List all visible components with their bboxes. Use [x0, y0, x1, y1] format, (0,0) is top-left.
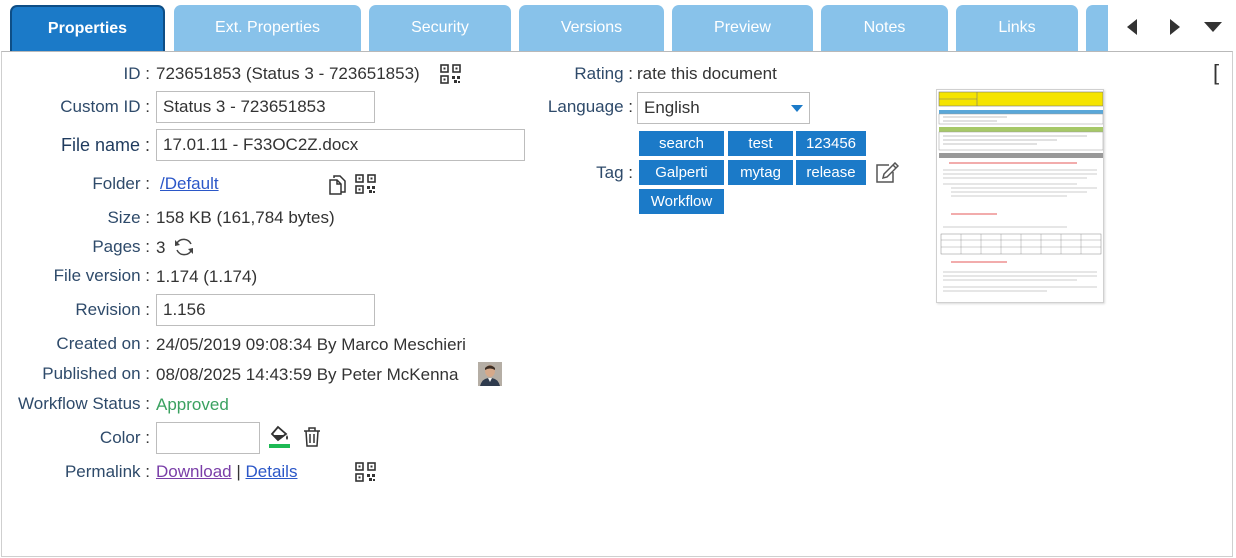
folder-value: /Default — [160, 174, 219, 194]
revision-input[interactable]: 1.156 — [156, 294, 375, 326]
arrow-left-icon[interactable] — [1112, 10, 1152, 44]
size-value: 158 KB (161,784 bytes) — [156, 208, 335, 227]
details-link[interactable]: Details — [245, 462, 298, 481]
rating-label: Rating : — [574, 64, 633, 83]
folder-link[interactable]: /Default — [160, 174, 219, 193]
tag-123456[interactable]: 123456 — [796, 131, 866, 156]
language-selected-value: English — [644, 98, 700, 117]
pages-label: Pages : — [92, 237, 150, 256]
workflow-status-label: Workflow Status : — [18, 394, 150, 413]
tag-search[interactable]: search — [639, 131, 724, 156]
permalink-label: Permalink : — [64, 462, 150, 481]
qr-code-icon[interactable] — [355, 462, 377, 487]
id-label: ID : — [123, 64, 150, 83]
tab-properties[interactable]: Properties — [10, 5, 165, 51]
download-link[interactable]: Download — [156, 462, 232, 481]
permalink-value: Download | Details — [156, 462, 297, 482]
qr-code-icon[interactable] — [440, 64, 462, 89]
chevron-down-icon[interactable] — [1193, 10, 1233, 44]
file-version-value: 1.174 (1.174) — [156, 267, 258, 286]
edit-icon[interactable] — [875, 161, 900, 189]
language-label: Language : — [547, 97, 633, 116]
published-on-label: Published on : — [42, 364, 150, 383]
copy-icon[interactable] — [328, 174, 348, 201]
tab-security[interactable]: Security — [369, 5, 511, 51]
published-on-value: 08/08/2025 14:43:59 By Peter McKenna — [156, 365, 459, 384]
file-name-input[interactable]: 17.01.11 - F33OC2Z.docx — [156, 129, 525, 161]
size-label: Size : — [107, 208, 150, 227]
folder-label: Folder : — [92, 174, 150, 193]
tab-overflow-stub[interactable] — [1086, 5, 1108, 51]
chevron-down-icon — [791, 105, 803, 112]
file-version-label: File version : — [53, 266, 150, 285]
avatar[interactable] — [478, 362, 502, 391]
revision-label: Revision : — [75, 300, 150, 319]
custom-id-input[interactable]: Status 3 - 723651853 — [156, 91, 375, 123]
color-input[interactable] — [156, 422, 260, 454]
paint-bucket-icon[interactable] — [269, 425, 291, 454]
created-on-value: 24/05/2019 09:08:34 By Marco Meschieri — [156, 335, 466, 354]
tag-workflow[interactable]: Workflow — [639, 189, 724, 214]
qr-code-icon[interactable] — [355, 174, 377, 199]
pages-value: 3 — [156, 238, 166, 257]
permalink-separator: | — [236, 462, 241, 481]
tab-preview[interactable]: Preview — [672, 5, 813, 51]
workflow-status-value: Approved — [156, 395, 229, 414]
custom-id-label: Custom ID : — [60, 97, 150, 116]
tag-test[interactable]: test — [728, 131, 793, 156]
tag-label: Tag : — [596, 163, 633, 182]
tag-galperti[interactable]: Galperti — [639, 160, 724, 185]
tag-mytag[interactable]: mytag — [728, 160, 793, 185]
tab-notes[interactable]: Notes — [821, 5, 948, 51]
color-label: Color : — [99, 428, 150, 447]
panel-resize-bracket: [ — [1213, 60, 1220, 85]
created-on-label: Created on : — [56, 334, 150, 353]
language-select[interactable]: English — [637, 92, 810, 124]
document-thumbnail[interactable] — [936, 89, 1104, 303]
tag-release[interactable]: release — [796, 160, 866, 185]
tab-bar: Properties Ext. Properties Security Vers… — [0, 0, 1236, 52]
refresh-icon[interactable] — [173, 236, 195, 263]
arrow-right-icon[interactable] — [1155, 10, 1195, 44]
file-name-label: File name : — [60, 135, 150, 155]
tab-ext-properties[interactable]: Ext. Properties — [174, 5, 361, 51]
tab-versions[interactable]: Versions — [519, 5, 664, 51]
trash-icon[interactable] — [302, 426, 322, 453]
id-value: 723651853 (Status 3 - 723651853) — [156, 64, 420, 83]
rating-value[interactable]: rate this document — [637, 64, 777, 83]
tab-links[interactable]: Links — [956, 5, 1078, 51]
